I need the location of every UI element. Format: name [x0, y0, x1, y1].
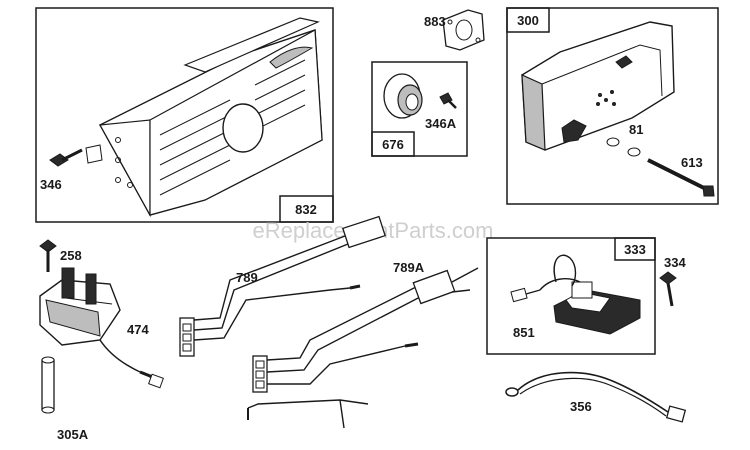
- wire-356-part: [505, 371, 687, 423]
- label-356: 356: [570, 399, 592, 414]
- label-300: 300: [517, 13, 539, 28]
- spacer-305A-part: [41, 356, 55, 414]
- armature-851-part: [510, 254, 641, 335]
- label-334: 334: [664, 255, 686, 270]
- bolt-613-part: [647, 158, 715, 197]
- muffler-guard-part: [85, 17, 323, 218]
- screw-334-part: [659, 271, 677, 307]
- label-346A: 346A: [425, 116, 457, 131]
- label-333: 333: [624, 242, 646, 257]
- ignition-module-474-part: [39, 267, 164, 389]
- box-832: 832: [35, 7, 334, 223]
- label-883: 883: [424, 14, 446, 29]
- muffler-300-part: [521, 21, 675, 151]
- box-333: 333: [486, 237, 656, 355]
- label-305A: 305A: [57, 427, 89, 442]
- harness-789-part: [179, 215, 386, 357]
- box-300: 300: [506, 7, 719, 205]
- label-789A: 789A: [393, 260, 425, 275]
- washer-81-part: [606, 137, 641, 157]
- box-676: 676: [371, 61, 468, 157]
- label-676: 676: [382, 137, 404, 152]
- label-346: 346: [40, 177, 62, 192]
- label-81: 81: [629, 122, 643, 137]
- label-613: 613: [681, 155, 703, 170]
- harness-789A-part: [247, 267, 479, 429]
- label-789: 789: [236, 270, 258, 285]
- label-258: 258: [60, 248, 82, 263]
- bolt-346-part: [49, 148, 83, 167]
- deflector-676-part: [383, 73, 423, 119]
- label-474: 474: [127, 322, 149, 337]
- gasket-883-part: [442, 9, 485, 51]
- screw-258-part: [39, 239, 57, 272]
- label-851: 851: [513, 325, 535, 340]
- label-832: 832: [295, 202, 317, 217]
- screw-346A-part: [439, 92, 457, 109]
